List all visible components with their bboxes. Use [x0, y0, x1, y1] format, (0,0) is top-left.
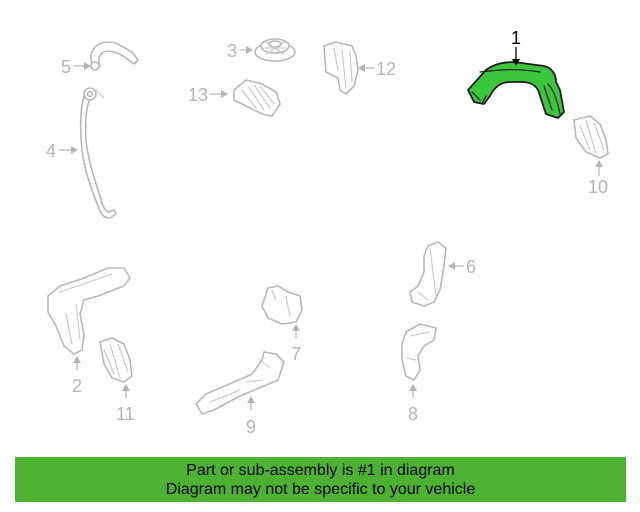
part-13-connector[interactable] — [233, 79, 281, 117]
callout-6: 6 — [448, 257, 476, 277]
callout-13: 13 — [188, 85, 228, 105]
info-banner: Part or sub-assembly is #1 in diagram Di… — [15, 457, 626, 502]
parts-diagram: 5 4 3 12 13 — [46, 28, 609, 437]
callout-3-label: 3 — [227, 41, 237, 61]
callout-1-label: 1 — [511, 28, 521, 48]
callout-4: 4 — [46, 141, 78, 161]
callout-4-label: 4 — [46, 141, 56, 161]
callout-2: 2 — [72, 356, 82, 396]
callout-7-label: 7 — [291, 344, 301, 364]
callout-5-label: 5 — [61, 57, 71, 77]
callout-8: 8 — [408, 384, 418, 424]
part-9-duct[interactable] — [195, 351, 285, 415]
part-4-hose[interactable] — [79, 87, 117, 219]
part-12-bracket[interactable] — [323, 41, 359, 95]
callout-2-label: 2 — [72, 376, 82, 396]
part-3-grommet[interactable] — [254, 38, 296, 62]
callout-9-label: 9 — [246, 417, 256, 437]
part-7-bracket[interactable] — [261, 285, 303, 325]
callout-8-label: 8 — [408, 404, 418, 424]
callout-11-label: 11 — [116, 404, 135, 424]
banner-line-1: Part or sub-assembly is #1 in diagram — [186, 462, 455, 479]
part-8-duct[interactable] — [401, 323, 437, 381]
callout-1: 1 — [511, 28, 521, 66]
part-1-air-duct[interactable] — [467, 61, 565, 119]
part-11-connector[interactable] — [99, 337, 133, 383]
callout-6-label: 6 — [466, 257, 476, 277]
callout-7: 7 — [291, 324, 301, 364]
callout-11: 11 — [116, 384, 135, 424]
callout-12: 12 — [358, 59, 396, 79]
callout-5: 5 — [61, 57, 91, 77]
callout-13-label: 13 — [188, 85, 208, 105]
callout-9: 9 — [246, 396, 256, 437]
callout-10-label: 10 — [588, 177, 608, 197]
part-10-connector[interactable] — [573, 115, 609, 159]
part-6-duct[interactable] — [409, 241, 447, 307]
part-2-duct[interactable] — [47, 267, 131, 355]
part-5-hose[interactable] — [90, 41, 139, 71]
callout-3: 3 — [227, 41, 253, 61]
banner-line-2: Diagram may not be specific to your vehi… — [165, 481, 476, 498]
callout-12-label: 12 — [376, 59, 396, 79]
callout-10: 10 — [588, 160, 608, 197]
